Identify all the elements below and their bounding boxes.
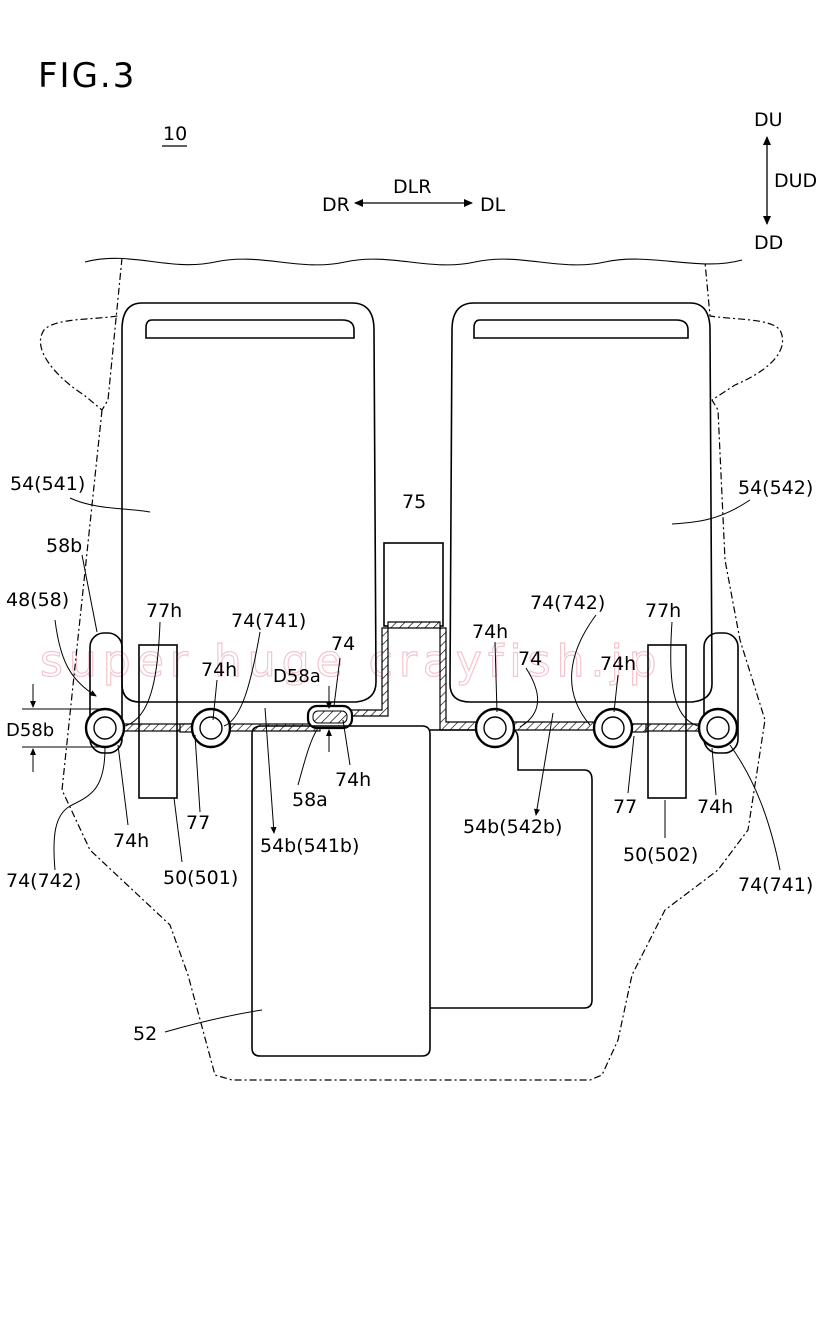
label-rail-502: 50(502) — [623, 844, 698, 866]
label-hole-74h-left-lower: 74h — [113, 830, 149, 852]
label-hole-77h-right: 77h — [645, 600, 681, 622]
tank-52 — [251, 725, 431, 1057]
box-75 — [383, 542, 444, 627]
label-hole-74h-center: 74h — [335, 769, 371, 791]
label-hole-74h-right-lower: 74h — [697, 796, 733, 818]
direction-dd-label: DD — [754, 232, 783, 254]
direction-up-down-indicator: DU DUD DD — [754, 109, 817, 254]
seat-541 — [121, 302, 377, 703]
label-bottom-541b: 54b(541b) — [260, 835, 359, 857]
label-seat-541: 54(541) — [10, 473, 85, 495]
direction-dlr-label: DLR — [393, 176, 431, 198]
label-bracket-77-right: 77 — [613, 796, 637, 818]
frame-58-right — [703, 632, 739, 754]
seat-542 — [449, 302, 713, 703]
label-tank-52: 52 — [133, 1023, 157, 1045]
label-tube-74-center: 74 — [331, 633, 355, 655]
label-tube-741-right: 74(741) — [738, 874, 813, 896]
tube-742-left — [84, 707, 126, 749]
label-frame-48-58: 48(58) — [6, 589, 69, 611]
dim-d58b-label: D58b — [6, 720, 54, 741]
direction-dl-label: DL — [480, 194, 506, 216]
label-box-75: 75 — [402, 491, 426, 513]
vehicle-body-outline — [39, 257, 784, 1081]
dimension-d58a: D58a — [273, 666, 332, 752]
figure-title: FIG.3 — [38, 56, 136, 96]
break-line — [84, 257, 743, 266]
direction-dr-label: DR — [322, 194, 350, 216]
rail-502 — [647, 644, 687, 799]
direction-du-label: DU — [754, 109, 783, 131]
label-end-58b: 58b — [46, 535, 82, 557]
tank-52-back — [430, 729, 593, 1009]
label-rail-501: 50(501) — [163, 867, 238, 889]
label-part-58a: 58a — [292, 789, 328, 811]
label-tube-741-left: 74(741) — [231, 610, 306, 632]
direction-left-right-indicator: DLR DR DL — [322, 176, 506, 216]
direction-dud-label: DUD — [774, 170, 817, 192]
label-hole-77h-left: 77h — [146, 600, 182, 622]
label-tube-74-mid: 74 — [518, 648, 542, 670]
tube-742-right — [592, 707, 634, 749]
label-tube-742-right: 74(742) — [530, 592, 605, 614]
dim-d58a-label: D58a — [273, 666, 321, 687]
watermark: super huge crayfish.jp — [40, 636, 663, 687]
label-tube-742-left: 74(742) — [6, 870, 81, 892]
figure-reference: 10 — [163, 123, 187, 145]
label-bracket-77-left: 77 — [186, 812, 210, 834]
label-hole-74h-mid: 74h — [472, 621, 508, 643]
tube-741-right — [697, 707, 739, 749]
dimension-d58b: D58b — [6, 684, 110, 772]
leader-lines — [53, 497, 781, 1033]
seat-541-handle — [145, 319, 355, 339]
rail-501 — [138, 644, 178, 799]
label-seat-542: 54(542) — [738, 477, 813, 499]
label-hole-74h-right-inner: 74h — [600, 653, 636, 675]
bracket-77-right — [631, 723, 647, 733]
seat-542-handle — [473, 319, 689, 339]
flat-tube-74-center-inner — [312, 710, 348, 724]
label-hole-74h-left-upper: 74h — [201, 659, 237, 681]
tube-742-center-right — [474, 707, 516, 749]
label-bottom-542b: 54b(542b) — [463, 816, 562, 838]
tube-741-left — [190, 707, 232, 749]
